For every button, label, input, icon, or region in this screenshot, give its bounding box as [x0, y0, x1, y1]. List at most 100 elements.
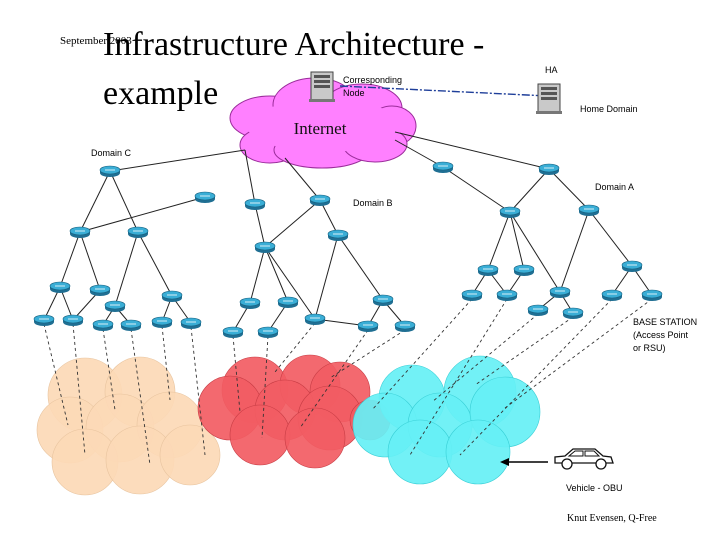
router-icon — [127, 226, 149, 238]
slide-title-line1: Infrastructure Architecture - — [103, 26, 484, 63]
router-icon — [33, 314, 55, 326]
domain-c-label: Domain C — [91, 148, 132, 158]
network-link — [79, 231, 101, 291]
router-icon — [89, 284, 111, 296]
internet-cloud: Internet — [229, 77, 417, 169]
router-icon — [372, 294, 394, 306]
router-icon — [104, 300, 126, 312]
radio-link — [329, 329, 406, 379]
router-icon — [513, 264, 535, 276]
radio-link — [504, 298, 653, 409]
radio-link — [409, 298, 508, 456]
router-icon — [578, 204, 600, 216]
router-icon — [62, 314, 84, 326]
network-link — [264, 246, 289, 303]
radio-link — [299, 329, 369, 429]
base-station-label-3: or RSU) — [633, 343, 666, 353]
radio-link — [232, 335, 241, 413]
ha-label: HA — [545, 65, 558, 75]
router-icon — [357, 320, 379, 332]
network-link — [487, 211, 511, 271]
router-icon — [304, 313, 326, 325]
network-link — [559, 209, 590, 293]
radio-link — [431, 313, 539, 403]
router-icon — [641, 289, 663, 301]
cn-ha-link — [339, 85, 549, 97]
vehicle-label: Vehicle - OBU — [566, 483, 623, 493]
author-credit: Knut Evensen, Q-Free — [567, 513, 657, 524]
radio-link — [161, 325, 171, 401]
network-link — [109, 149, 246, 172]
corresponding-node-label-2: Node — [343, 88, 365, 98]
home-agent-server-icon — [536, 83, 562, 114]
router-icon — [496, 289, 518, 301]
network-link — [264, 199, 321, 248]
network-link — [588, 209, 633, 267]
router-icon — [549, 286, 571, 298]
router-icon — [257, 326, 279, 338]
network-link — [137, 231, 173, 297]
network-link — [254, 203, 266, 248]
radio-link — [474, 316, 574, 386]
radio-link — [130, 328, 151, 466]
domain-b-label: Domain B — [353, 198, 393, 208]
domain-a-cell — [387, 419, 453, 485]
router-icon — [461, 289, 483, 301]
network-link — [509, 211, 561, 293]
router-icon — [222, 326, 244, 338]
radio-link — [102, 328, 116, 411]
router-icon — [161, 290, 183, 302]
coverage-cells — [36, 354, 541, 496]
router-icon — [151, 316, 173, 328]
router-icon — [432, 161, 454, 173]
network-link — [59, 231, 81, 288]
network-link — [319, 199, 339, 236]
router-icon — [601, 289, 623, 301]
base-station-label-2: (Access Point — [633, 330, 689, 340]
network-link — [314, 234, 339, 320]
network-link — [394, 131, 550, 170]
radio-link — [261, 335, 269, 439]
router-icon — [327, 229, 349, 241]
network-link — [249, 246, 266, 304]
internet-label: Internet — [294, 119, 347, 138]
router-icon — [92, 319, 114, 331]
router-icon — [254, 241, 276, 253]
slide-title-line2: example — [103, 75, 218, 112]
domain-b-cell — [229, 404, 291, 466]
network-link — [79, 170, 111, 233]
network-link — [114, 231, 139, 307]
base-station-label-1: BASE STATION — [633, 317, 697, 327]
domain-a-cell — [445, 419, 511, 485]
network-link — [244, 149, 256, 205]
network-link — [264, 246, 316, 320]
router-icon — [194, 191, 216, 203]
radio-link — [72, 323, 86, 456]
router-icon — [477, 264, 499, 276]
radio-links — [43, 298, 653, 466]
corresponding-node-label-1: Corresponding — [343, 75, 402, 85]
router-icon — [621, 260, 643, 272]
network-link — [337, 234, 384, 301]
network-link — [109, 170, 139, 233]
router-icon — [499, 206, 521, 218]
domain-c-cell — [159, 424, 221, 486]
corresponding-node-server-icon — [309, 71, 335, 102]
date-label: September 2003 — [60, 35, 132, 47]
radio-link — [274, 322, 316, 373]
radio-link — [459, 298, 613, 456]
router-icon — [99, 165, 121, 177]
router-icon — [244, 198, 266, 210]
radio-link — [371, 298, 473, 411]
network-link — [442, 166, 511, 213]
router-icon — [562, 307, 584, 319]
router-icon — [527, 304, 549, 316]
network-link — [509, 211, 525, 271]
router-icon — [180, 317, 202, 329]
movement-arrow-icon — [500, 458, 548, 466]
router-icon — [538, 163, 560, 175]
router-icon — [120, 319, 142, 331]
router-icon — [239, 297, 261, 309]
router-icon — [49, 281, 71, 293]
